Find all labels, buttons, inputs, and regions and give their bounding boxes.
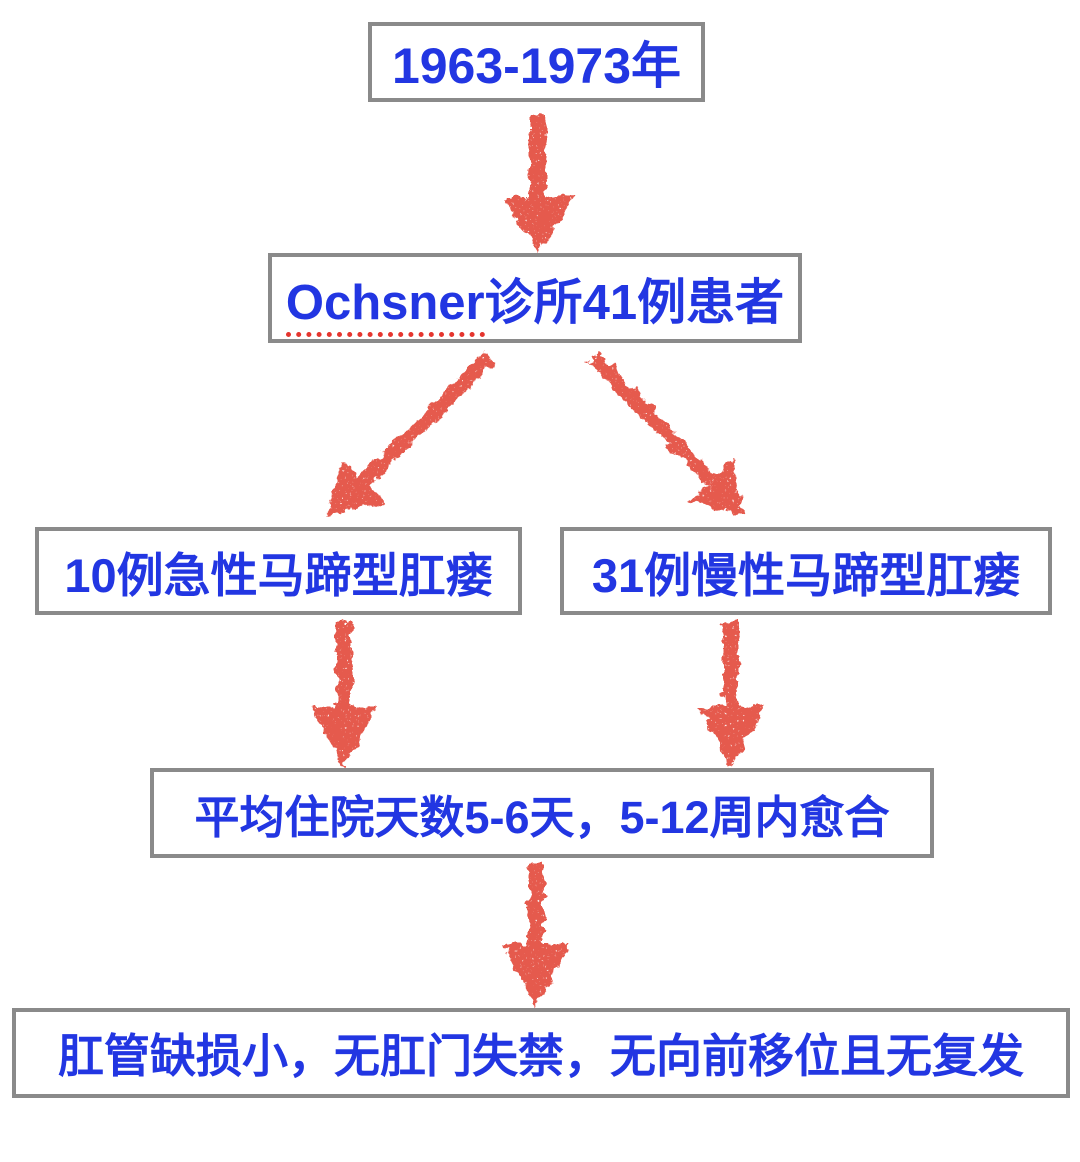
node-chronic: 31例慢性马蹄型肛瘘 <box>560 527 1052 615</box>
node-clinic-label: Ochsner诊所41例患者 <box>285 263 785 337</box>
arrow-clinic-to-acute <box>327 352 495 516</box>
node-outcome-label: 肛管缺损小，无肛门失禁，无向前移位且无复发 <box>58 1030 1024 1082</box>
node-clinic: Ochsner诊所41例患者 <box>268 253 802 343</box>
node-years-label: 1963-1973年 <box>391 38 682 94</box>
arrow-years-to-clinic <box>503 114 573 252</box>
node-stay: 平均住院天数5-6天，5-12周内愈合 <box>150 768 934 858</box>
arrow-chronic-to-stay <box>698 621 764 768</box>
arrow-clinic-to-chronic <box>587 352 746 516</box>
arrow-stay-to-outcome <box>502 864 570 1005</box>
node-clinic-label-en-spellchecked: Ochsner <box>285 275 485 337</box>
node-acute-label: 10例急性马蹄型肛瘘 <box>64 548 493 602</box>
node-outcome: 肛管缺损小，无肛门失禁，无向前移位且无复发 <box>12 1008 1070 1098</box>
node-clinic-label-zh: 诊所41例患者 <box>484 275 785 330</box>
node-years: 1963-1973年 <box>368 22 705 102</box>
node-acute: 10例急性马蹄型肛瘘 <box>35 527 522 615</box>
node-chronic-label: 31例慢性马蹄型肛瘘 <box>591 548 1021 602</box>
arrow-acute-to-stay <box>311 621 377 768</box>
node-stay-label: 平均住院天数5-6天，5-12周内愈合 <box>194 791 890 843</box>
